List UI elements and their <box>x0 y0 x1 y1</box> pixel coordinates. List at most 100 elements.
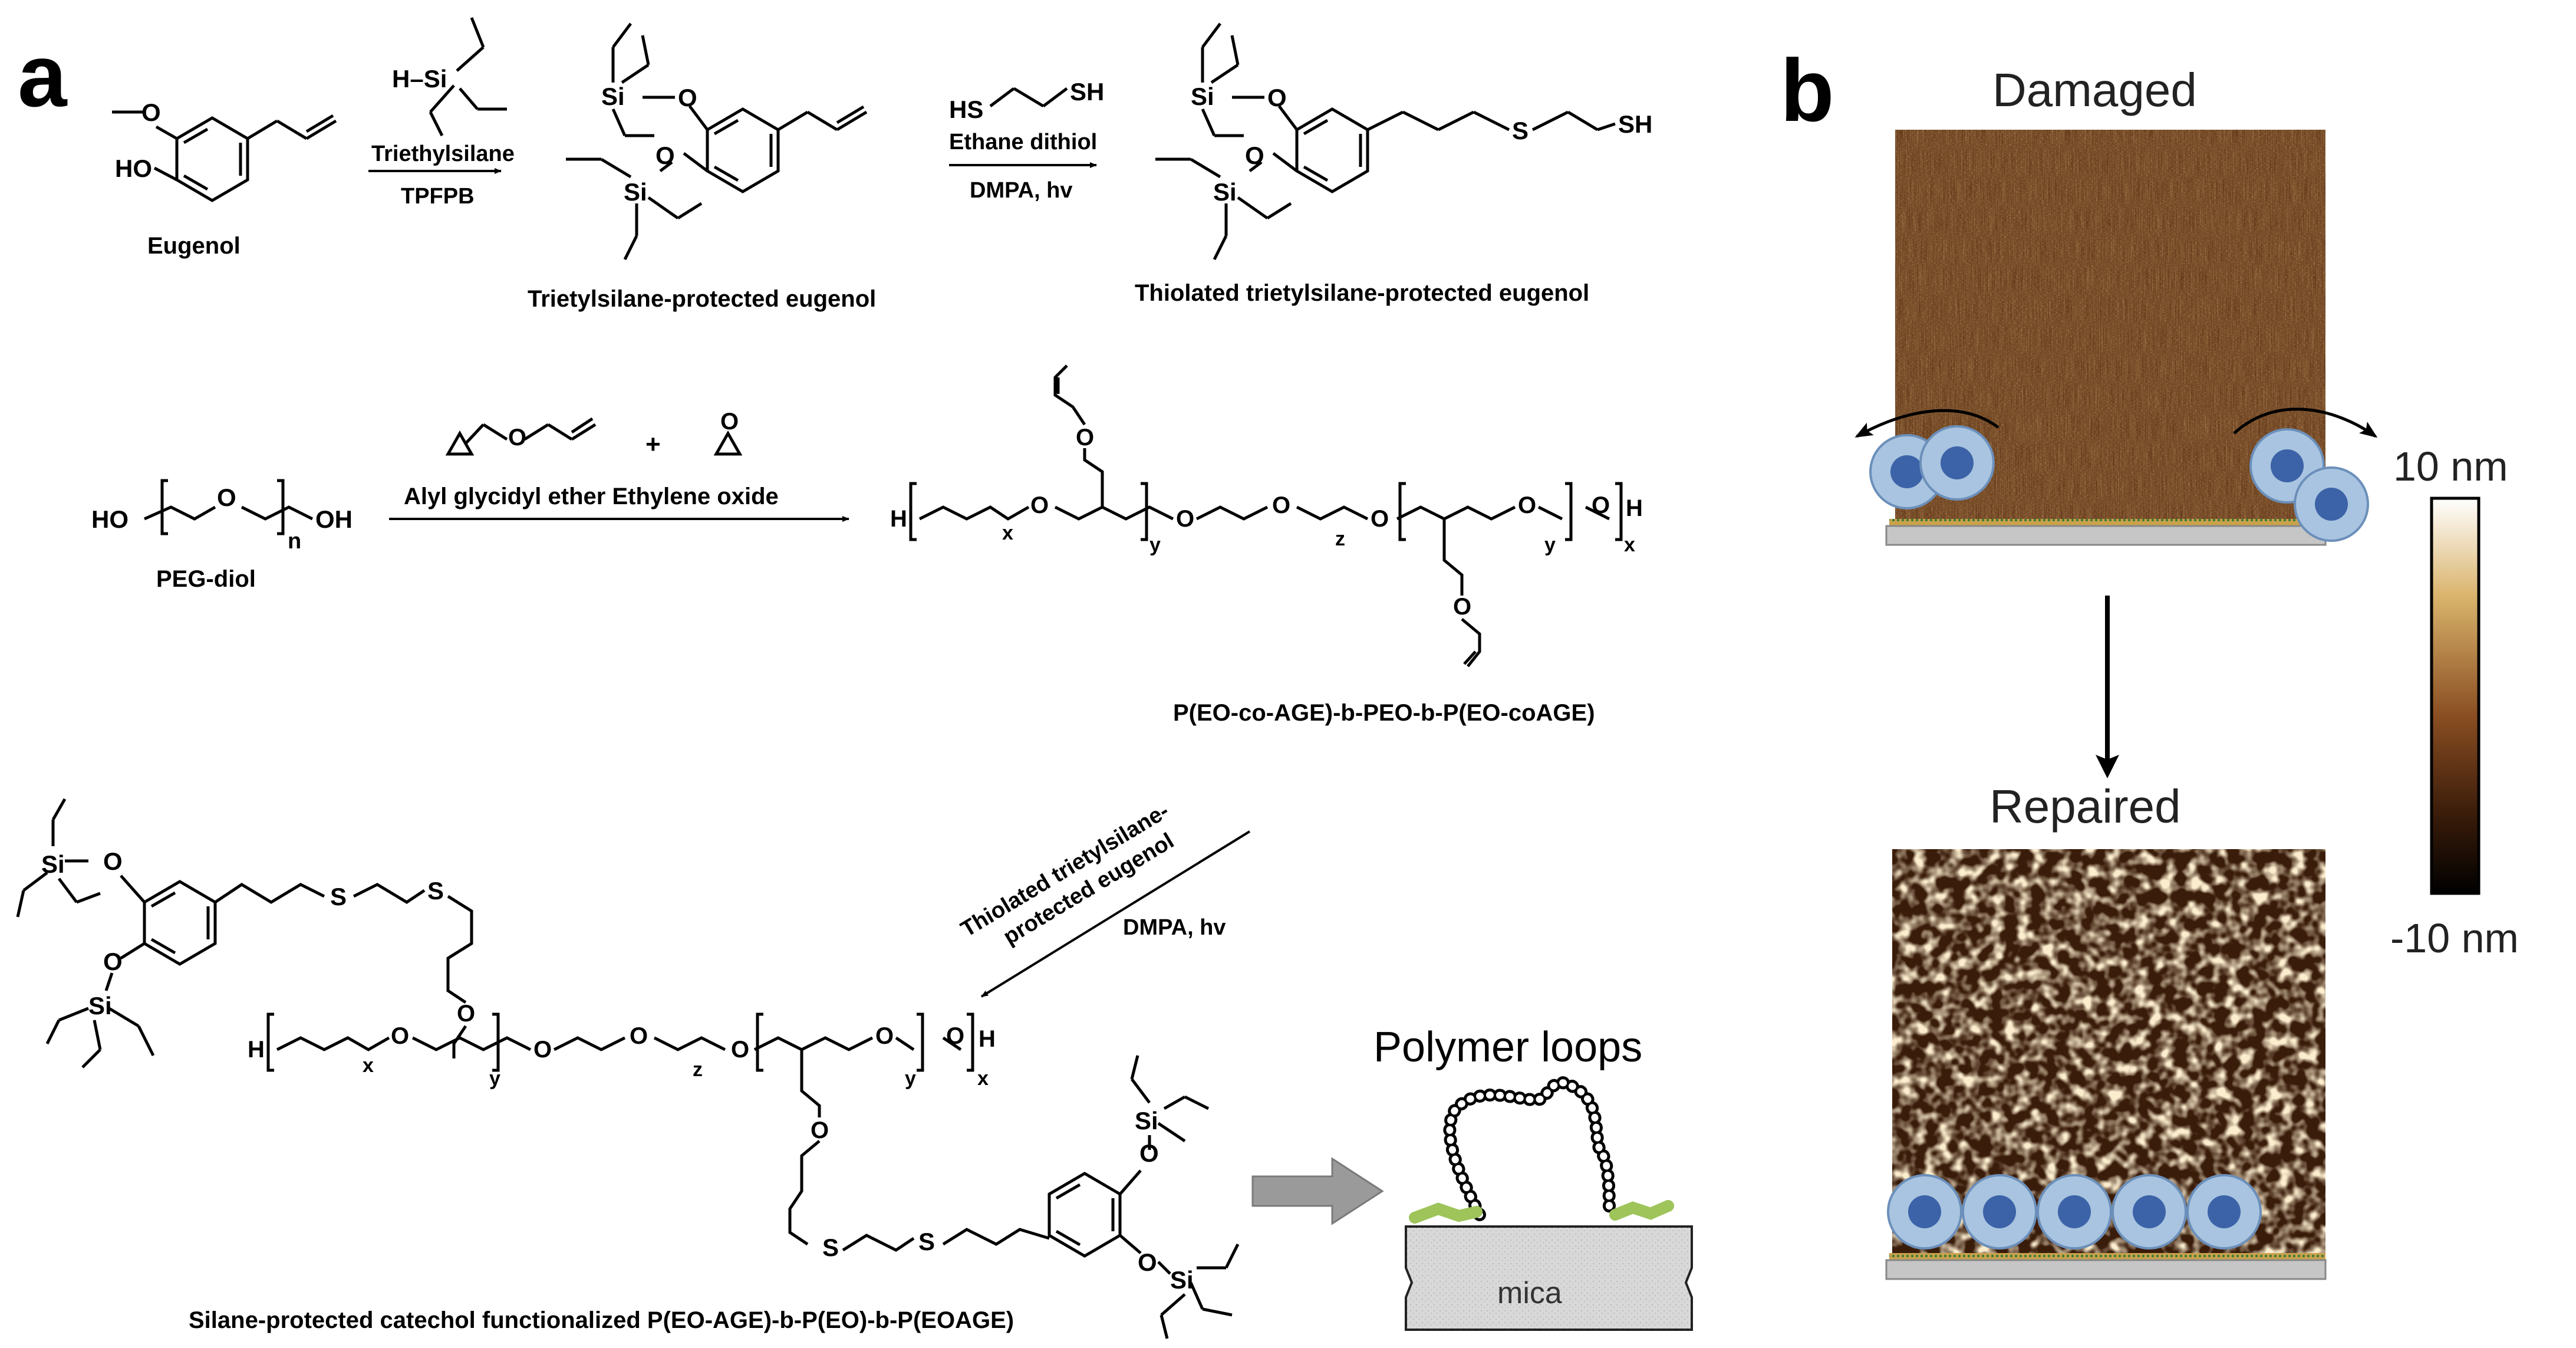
triblock-copolymer-name: P(EO-co-AGE)-b-PEO-b-P(EO-coAGE) <box>1173 700 1595 726</box>
triblock-copolymer-structure <box>909 364 1623 668</box>
peg-ho: HO <box>91 505 129 533</box>
tb-o6: O <box>1592 492 1610 518</box>
protected-eugenol-structure <box>566 22 868 261</box>
tb-h-left: H <box>890 506 907 532</box>
peg-oh: OH <box>315 505 353 533</box>
mica-substrate: mica <box>1405 1225 1693 1331</box>
tb-x1: x <box>1002 522 1013 544</box>
damaged-title: Damaged <box>1992 64 2197 116</box>
age-eo-reagent-structures <box>445 417 743 456</box>
peg-diol-structure <box>143 479 314 535</box>
protected-eugenol-name: Trietylsilane-protected eugenol <box>528 286 876 312</box>
fp-s4: S <box>918 1228 935 1255</box>
peg-diol-name: PEG-diol <box>156 566 256 592</box>
step4-arrow <box>980 830 1251 998</box>
repaired-title: Repaired <box>1989 780 2181 833</box>
fp-si2: Si <box>88 992 112 1020</box>
fp-si4: Si <box>1170 1266 1194 1294</box>
repaired-substrate-coating <box>1889 1253 2325 1260</box>
colorbar-min-label: -10 nm <box>2390 915 2519 961</box>
fp-o6b: O <box>946 1023 964 1049</box>
colorbar-max-label: 10 nm <box>2393 443 2508 489</box>
fp-o5b: O <box>875 1023 894 1049</box>
peg-o: O <box>217 484 236 511</box>
curved-arrow-left <box>1854 409 1999 438</box>
final-product-name: Silane-protected catechol functionalized… <box>189 1307 1014 1333</box>
colorbar <box>2430 497 2481 895</box>
fp-s1: S <box>330 883 347 910</box>
fp-s2: S <box>427 877 444 905</box>
fp-o3b: O <box>630 1023 648 1049</box>
step4-reagent-bottom: DMPA, hv <box>1123 915 1226 940</box>
catechol-end-right <box>1609 1200 1674 1221</box>
pe-o1: O <box>678 84 697 111</box>
polymer-loop-chain-inner <box>1446 1079 1613 1218</box>
tb-o5: O <box>1518 492 1536 518</box>
step3-plus: + <box>645 430 661 459</box>
fp-si1: Si <box>41 850 65 878</box>
gray-arrow <box>1251 1157 1384 1225</box>
te-sh: SH <box>1618 110 1652 138</box>
ethane-dithiol-structure <box>989 87 1068 108</box>
eugenol-ho: HO <box>115 154 152 182</box>
fp-h-right: H <box>979 1026 996 1052</box>
repaired-micelles <box>1887 1174 2262 1250</box>
fp-y2: y <box>905 1067 916 1090</box>
te-o1: O <box>1267 84 1287 111</box>
damaged-micelles-right <box>2249 428 2369 542</box>
tb-h-right: H <box>1626 495 1643 521</box>
te-si2: Si <box>1213 178 1237 206</box>
thiolated-eugenol-structure <box>1155 22 1616 261</box>
fp-o4b: O <box>731 1037 749 1063</box>
tb-z: z <box>1335 528 1345 550</box>
eugenol-structure <box>112 110 337 202</box>
fp-o1b: O <box>391 1023 409 1049</box>
damaged-substrate <box>1885 525 2327 546</box>
fp-o1: O <box>103 847 123 875</box>
fp-s3: S <box>822 1234 839 1261</box>
eugenol-name: Eugenol <box>147 233 241 259</box>
fp-si3: Si <box>1135 1107 1158 1135</box>
tb-o4: O <box>1371 506 1389 532</box>
fp-z: z <box>693 1058 703 1081</box>
damaged-substrate-coating <box>1889 519 2323 526</box>
te-o2: O <box>1245 142 1264 169</box>
pe-si2: Si <box>624 178 647 206</box>
fp-o2: O <box>103 948 123 975</box>
tb-y1: y <box>1149 534 1161 556</box>
polymer-loops-title: Polymer loops <box>1373 1024 1642 1071</box>
catechol-end-left <box>1409 1202 1483 1224</box>
fp-o4: O <box>1138 1248 1157 1276</box>
fp-o3: O <box>1139 1139 1159 1167</box>
damaged-micelles-left <box>1869 425 1995 509</box>
thiolated-eugenol-name: Thiolated trietylsilane-protected eugeno… <box>1135 280 1589 306</box>
te-s: S <box>1512 117 1529 144</box>
te-si1: Si <box>1191 83 1214 110</box>
peg-n: n <box>288 529 301 554</box>
final-product-structure <box>16 798 1240 1339</box>
ethane-dithiol-sh: SH <box>1070 78 1104 106</box>
panel-b-label: b <box>1780 41 1834 140</box>
tb-o1: O <box>1030 492 1049 518</box>
pe-o2: O <box>655 142 675 169</box>
tb-o-age1: O <box>1076 425 1094 451</box>
repaired-substrate <box>1885 1259 2327 1280</box>
fp-h-left: H <box>248 1037 265 1063</box>
fp-y1: y <box>489 1067 500 1090</box>
mica-label: mica <box>1497 1276 1562 1310</box>
eugenol-methoxy-o: O <box>141 98 161 126</box>
step1-reagent-bottom: TPFPB <box>401 184 475 209</box>
step2-reagent-top: Ethane dithiol <box>949 130 1097 154</box>
fp-x1: x <box>363 1054 374 1077</box>
fp-o-age2: O <box>811 1117 829 1143</box>
ethane-dithiol-hs: HS <box>949 96 983 123</box>
step1-reagent-top: Triethylsilane <box>371 142 515 166</box>
fp-x2: x <box>977 1067 989 1090</box>
pe-si1: Si <box>601 83 625 110</box>
age-o: O <box>508 425 526 451</box>
curved-arrow-right <box>2233 407 2378 438</box>
tb-o2: O <box>1176 506 1194 532</box>
panel-a-label: a <box>18 26 68 125</box>
step3-reagent-label: Alyl glycidyl ether Ethylene oxide <box>404 484 779 509</box>
